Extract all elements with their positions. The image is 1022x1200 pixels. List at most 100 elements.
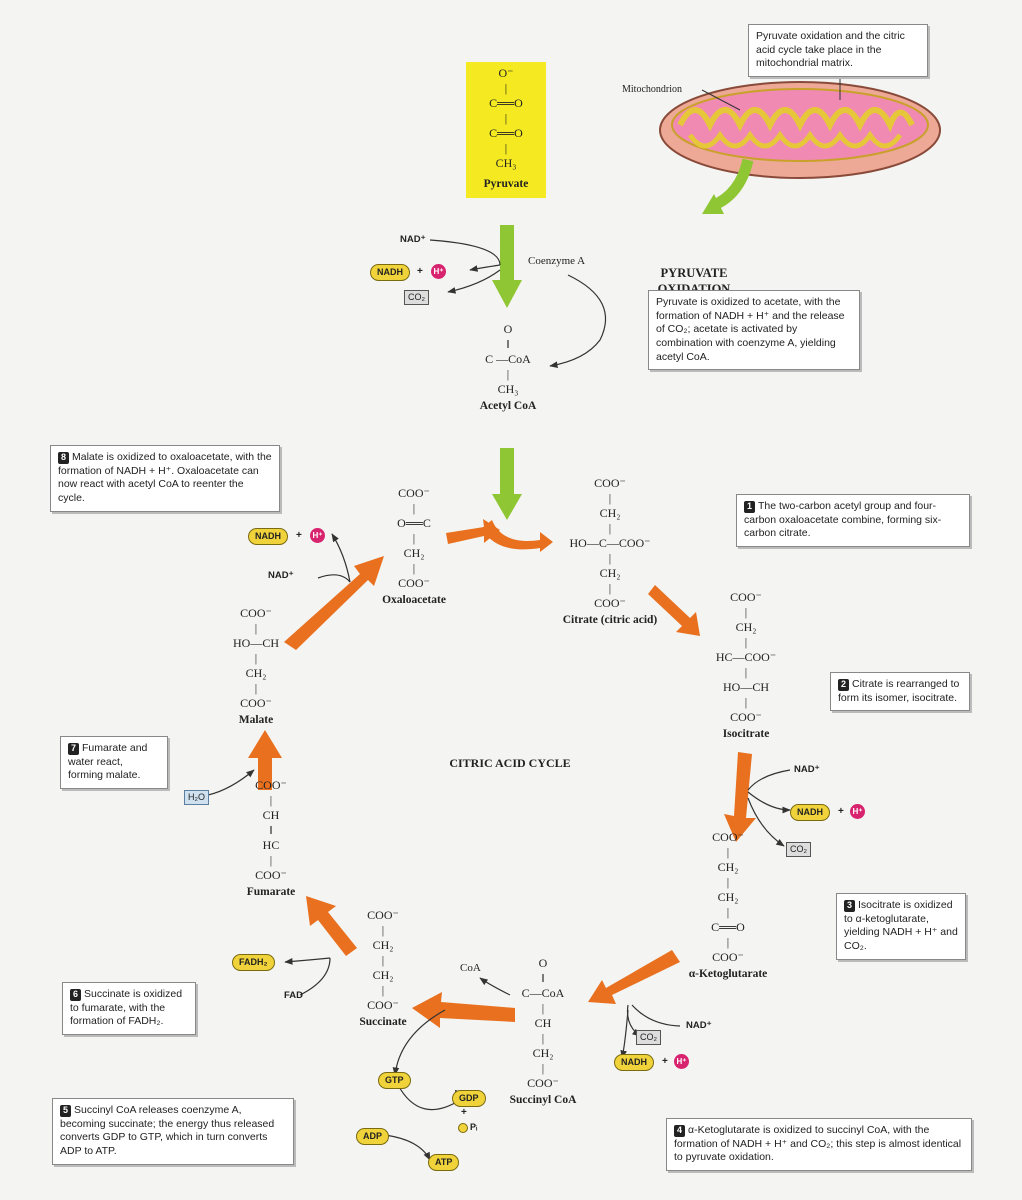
formula-line: ‖ <box>269 823 273 837</box>
formula-line: | <box>726 935 730 949</box>
succinyl-coa-name: Succinyl CoA <box>509 1094 577 1106</box>
formula-line: | <box>506 367 510 381</box>
formula-line: COO⁻ <box>594 596 626 610</box>
formula-line: C══O <box>489 96 523 110</box>
oxaloacetate: COO⁻|O══C|CH₂|COO⁻ Oxaloacetate <box>364 486 464 607</box>
oxaloacetate-name: Oxaloacetate <box>382 594 446 606</box>
isocitrate-formula: COO⁻|CH₂|HC—COO⁻|HO—CH|COO⁻ <box>686 590 806 725</box>
formula-line: | <box>504 141 508 155</box>
step-text: Malate is oxidized to oxaloacetate, with… <box>58 451 272 504</box>
formula-line: | <box>412 531 416 545</box>
formula-line: CH₂ <box>717 890 739 904</box>
nadh-pill: NADH <box>614 1054 654 1071</box>
formula-line: HC—COO⁻ <box>715 650 777 664</box>
plus-sign: + <box>417 266 423 277</box>
formula-line: | <box>504 81 508 95</box>
formula-line: C══O <box>489 126 523 140</box>
formula-line: COO⁻ <box>398 486 430 500</box>
step-text: Succinyl CoA releases coenzyme A, becomi… <box>60 1104 275 1157</box>
formula-line: CH₂ <box>717 860 739 874</box>
acetyl-coa: O‖C —CoA|CH₃ Acetyl CoA <box>458 322 558 413</box>
plus-sign: + <box>838 806 844 817</box>
plus-sign: + <box>296 530 302 541</box>
acetyl-coa-name: Acetyl CoA <box>479 400 537 412</box>
succinyl-coa: O‖C—CoA|CH|CH₂|COO⁻ Succinyl CoA <box>498 956 588 1107</box>
green-arrow-to-pyruvate-oxidation <box>702 194 724 214</box>
fumarate: COO⁻|CH‖HC|COO⁻ Fumarate <box>236 778 306 899</box>
formula-line: CH₃ <box>497 382 519 396</box>
pyruvate-formula: O⁻|C══O|C══O|CH₃ <box>466 66 546 171</box>
nadh-pill: NADH <box>790 804 830 821</box>
arrow-acetylcoa-merge <box>482 520 553 552</box>
cycle-title: CITRIC ACID CYCLE <box>449 756 571 770</box>
arrow-ketoglutarate-to-succinylcoa <box>588 950 680 1004</box>
formula-line: CH₂ <box>245 666 267 680</box>
formula-line: | <box>504 111 508 125</box>
formula-line: HO—CH <box>722 680 769 694</box>
formula-line: | <box>726 905 730 919</box>
atp-pill: ATP <box>428 1154 460 1171</box>
nad-plus-label: NAD⁺ <box>268 570 294 581</box>
formula-line: | <box>744 605 748 619</box>
succinyl-coa-formula: O‖C—CoA|CH|CH₂|COO⁻ <box>498 956 588 1091</box>
isocitrate: COO⁻|CH₂|HC—COO⁻|HO—CH|COO⁻ Isocitrate <box>686 590 806 741</box>
pyruvate-name: Pyruvate <box>483 178 529 190</box>
step-text: Fumarate and water react, forming malate… <box>68 742 148 782</box>
formula-line: COO⁻ <box>730 710 762 724</box>
formula-line: | <box>412 501 416 515</box>
gdp-pill: GDP <box>452 1090 486 1107</box>
formula-line: | <box>608 581 612 595</box>
step-text: Citrate is rearranged to form its isomer… <box>838 678 960 704</box>
formula-line: | <box>726 845 730 859</box>
arrow-succinate-to-fumarate <box>306 896 357 956</box>
acetyl-coa-formula: O‖C —CoA|CH₃ <box>458 322 558 397</box>
nadh-pill: NADH <box>370 264 410 281</box>
step-text: The two-carbon acetyl group and four-car… <box>744 500 942 540</box>
nadh-pill: NADH <box>248 528 288 545</box>
citrate-name: Citrate (citric acid) <box>562 614 658 626</box>
step-text: Succinate is oxidized to fumarate, with … <box>70 988 183 1028</box>
formula-line: | <box>541 1031 545 1045</box>
h2o-box: H₂O <box>184 790 209 805</box>
formula-line: | <box>608 521 612 535</box>
formula-line: COO⁻ <box>367 908 399 922</box>
malate-formula: COO⁻|HO—CH|CH₂|COO⁻ <box>206 606 306 711</box>
formula-line: | <box>608 551 612 565</box>
h-plus-badge: H⁺ <box>310 528 325 543</box>
formula-line: | <box>254 621 258 635</box>
arrow-fumarate-to-malate <box>248 730 282 790</box>
formula-line: | <box>744 665 748 679</box>
nad-plus-label: NAD⁺ <box>686 1020 712 1031</box>
isocitrate-name: Isocitrate <box>722 728 770 740</box>
formula-line: COO⁻ <box>255 778 287 792</box>
formula-line: | <box>381 983 385 997</box>
plus-sign: + <box>461 1107 467 1118</box>
formula-line: | <box>744 635 748 649</box>
formula-line: CH₂ <box>372 968 394 982</box>
pi-label: Pᵢ <box>458 1122 477 1133</box>
formula-line: COO⁻ <box>367 998 399 1012</box>
formula-line: C══O <box>711 920 745 934</box>
step-number: 8 <box>58 452 70 464</box>
formula-line: HO—CH <box>232 636 279 650</box>
coenzyme-a-label: Coenzyme A <box>528 255 586 267</box>
formula-line: COO⁻ <box>730 590 762 604</box>
fumarate-formula: COO⁻|CH‖HC|COO⁻ <box>236 778 306 883</box>
formula-line: CH <box>262 808 280 822</box>
formula-line: CH <box>534 1016 552 1030</box>
formula-line: | <box>269 793 273 807</box>
ketoglutarate-formula: COO⁻|CH₂|CH₂|C══O|COO⁻ <box>668 830 788 965</box>
succinate-name: Succinate <box>359 1016 407 1028</box>
formula-line: | <box>269 853 273 867</box>
co2-box: CO₂ <box>786 842 811 857</box>
fadh2-pill: FADH₂ <box>232 954 275 971</box>
malate: COO⁻|HO—CH|CH₂|COO⁻ Malate <box>206 606 306 727</box>
formula-line: | <box>254 651 258 665</box>
formula-line: | <box>541 1061 545 1075</box>
formula-line: CH₂ <box>372 938 394 952</box>
malate-name: Malate <box>238 714 274 726</box>
